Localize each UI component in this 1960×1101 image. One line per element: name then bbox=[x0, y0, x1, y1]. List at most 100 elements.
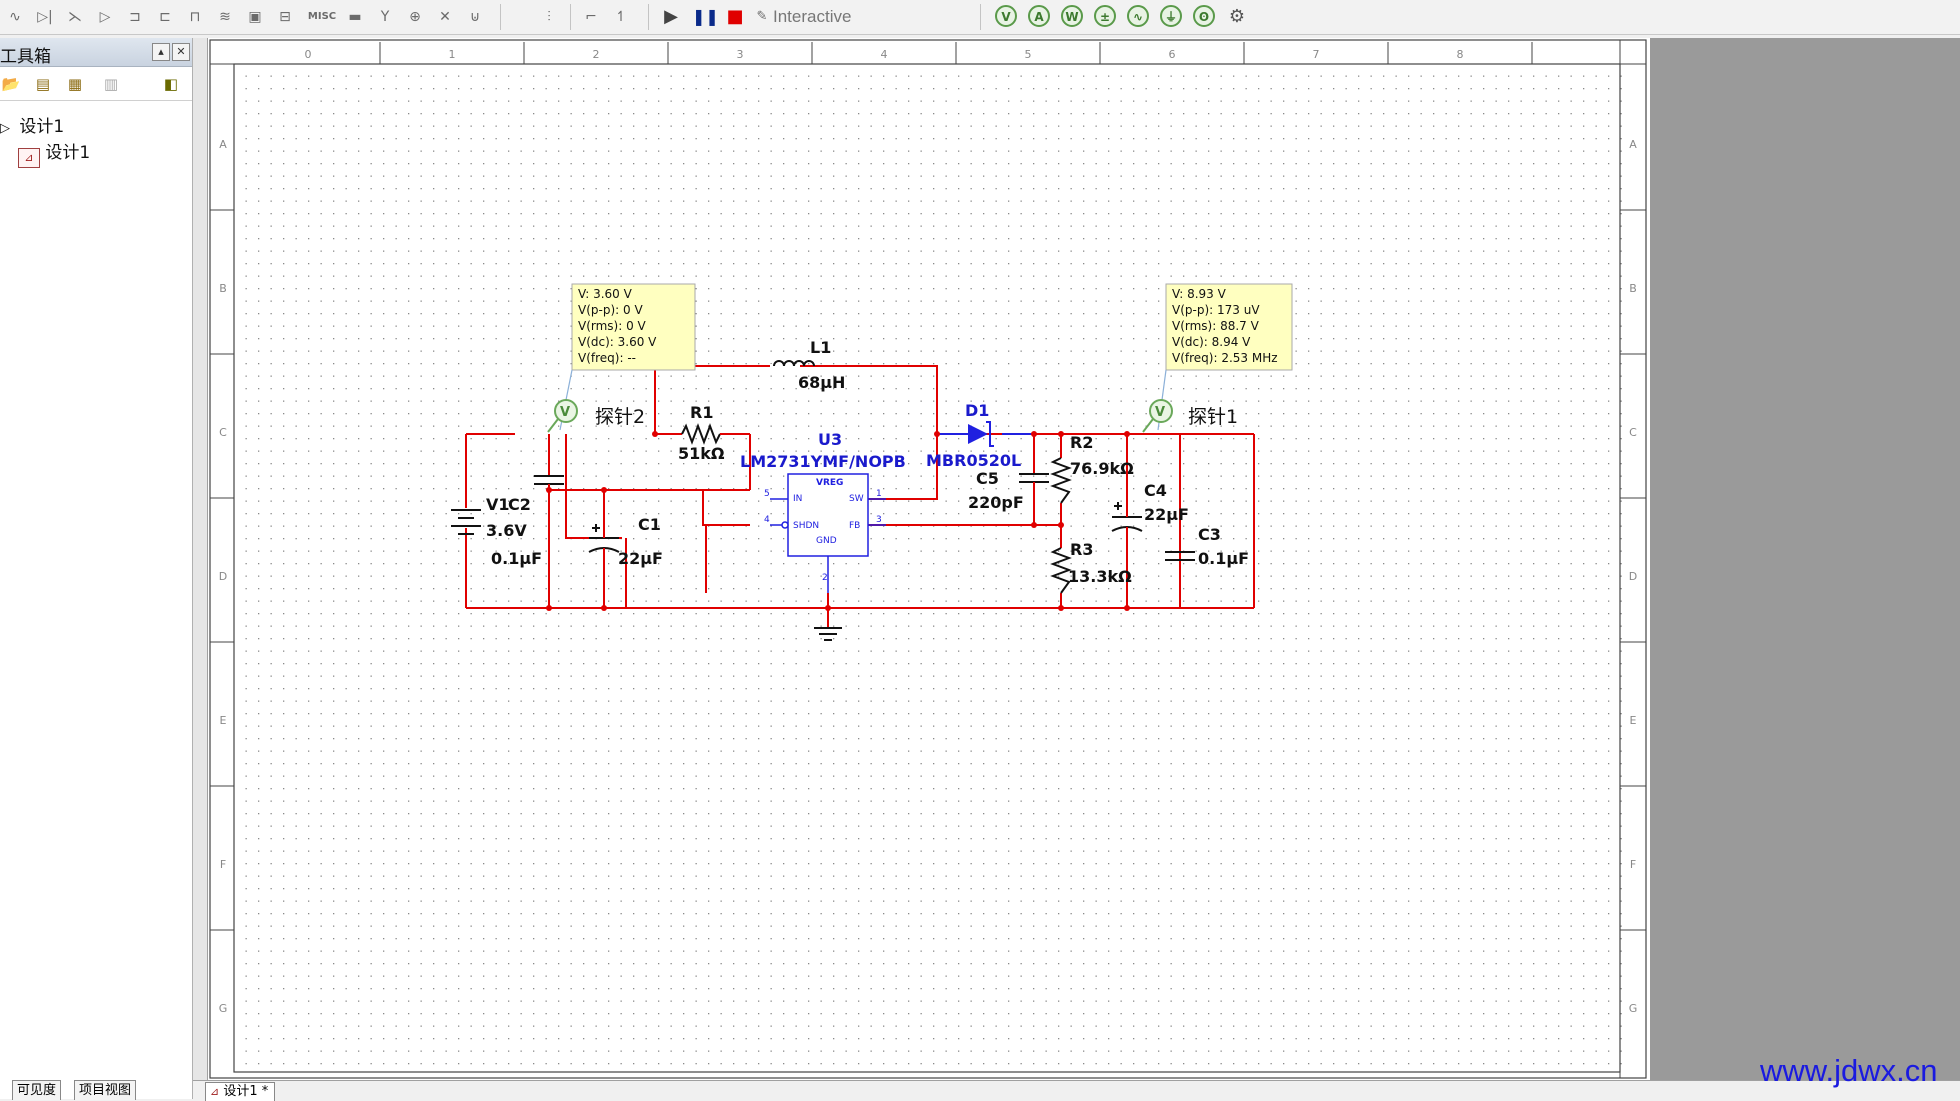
r1-value-label: 51kΩ bbox=[678, 444, 725, 463]
reference-probe-icon[interactable]: ⏚ bbox=[1160, 5, 1182, 27]
current-probe-icon[interactable]: ∿ bbox=[1127, 5, 1149, 27]
probe1-icon[interactable] bbox=[1142, 399, 1173, 433]
c1-capacitor[interactable] bbox=[588, 516, 620, 566]
misc-place-button[interactable]: MISC bbox=[307, 11, 337, 22]
probe2-reading: V(freq): -- bbox=[578, 351, 636, 365]
panel-splitter[interactable] bbox=[193, 38, 208, 1080]
stop-icon[interactable]: ■ bbox=[726, 6, 744, 27]
ruler-row-label: D bbox=[1629, 570, 1637, 583]
pause-icon[interactable]: ❚❚ bbox=[692, 7, 719, 26]
c4-ref-label: C4 bbox=[1144, 481, 1167, 500]
indicator-place-icon[interactable]: ▣ bbox=[248, 9, 262, 25]
schematic-canvas[interactable]: 0 1 2 3 4 5 6 7 8 A B C D E F G A B C D … bbox=[208, 38, 1650, 1080]
probe1-readout[interactable] bbox=[1157, 283, 1293, 431]
r2-value-label: 76.9kΩ bbox=[1070, 459, 1134, 478]
c4-capacitor[interactable] bbox=[1111, 500, 1143, 538]
pin-icon[interactable]: ▴ bbox=[152, 43, 170, 61]
ruler-row-label: D bbox=[219, 570, 227, 583]
c4-value-label: 22µF bbox=[1144, 505, 1189, 524]
new-sheet-icon[interactable]: ▦ bbox=[67, 75, 83, 93]
r3-resistor[interactable] bbox=[1050, 547, 1072, 594]
electromechanical-icon[interactable]: ⊕ bbox=[409, 9, 421, 25]
c3-capacitor[interactable] bbox=[1165, 551, 1195, 561]
c2-ref-label: C2 bbox=[508, 495, 531, 514]
probe1-reading: V(p-p): 173 uV bbox=[1172, 303, 1260, 317]
diode-place-icon[interactable]: ▷| bbox=[37, 9, 53, 25]
u3-pin-sw: SW bbox=[849, 494, 864, 504]
l1-value-label: 68µH bbox=[798, 373, 845, 392]
schematic-sheet-icon: ⊿ bbox=[210, 1085, 220, 1098]
r2-resistor[interactable] bbox=[1050, 457, 1072, 504]
c5-capacitor[interactable] bbox=[1019, 473, 1049, 513]
u3-pin-number: 5 bbox=[764, 489, 770, 499]
probe1-reading: V(freq): 2.53 MHz bbox=[1172, 351, 1278, 365]
ammeter-probe-icon[interactable]: A bbox=[1028, 5, 1050, 27]
ttl-place-icon[interactable]: ⊐ bbox=[129, 9, 141, 25]
misc-digital-place-icon[interactable]: ⊓ bbox=[189, 9, 201, 25]
schematic-svg[interactable]: 0 1 2 3 4 5 6 7 8 A B C D E F G A B C D … bbox=[208, 38, 1650, 1080]
analog-place-icon[interactable]: ▷ bbox=[99, 9, 111, 25]
l1-inductor[interactable] bbox=[770, 360, 815, 368]
ruler-col-label: 1 bbox=[449, 48, 456, 61]
collapse-triangle-icon[interactable]: ▷ bbox=[0, 121, 10, 136]
voltmeter-probe-icon[interactable]: V bbox=[995, 5, 1017, 27]
cmos-place-icon[interactable]: ⊏ bbox=[159, 9, 171, 25]
u3-pin-shdn: SHDN bbox=[793, 521, 819, 531]
hierarchical-block-icon[interactable]: ⫶ bbox=[547, 9, 551, 25]
c3-ref-label: C3 bbox=[1198, 525, 1221, 544]
interactive-mode-icon: ✎ bbox=[756, 9, 768, 24]
resistor-place-icon[interactable]: ∿ bbox=[9, 9, 21, 25]
advanced-peripherals-icon[interactable]: ▬ bbox=[348, 9, 362, 25]
ground-symbol[interactable] bbox=[814, 627, 842, 641]
ruler-row-label: G bbox=[219, 1002, 228, 1015]
u3-pin-number: 2 bbox=[822, 573, 828, 583]
power-place-icon[interactable]: ⊟ bbox=[279, 9, 291, 25]
probe2-readout[interactable] bbox=[559, 283, 696, 431]
v1-battery[interactable] bbox=[451, 508, 481, 535]
bus-place-icon[interactable]: ⌐ bbox=[585, 9, 597, 25]
d1-schottky-diode[interactable] bbox=[968, 421, 994, 447]
simulation-mode-label[interactable]: Interactive bbox=[773, 7, 852, 26]
tab-project-view[interactable]: 项目视图 bbox=[74, 1080, 137, 1100]
c5-value-label: 220pF bbox=[968, 493, 1024, 512]
wire-place-icon[interactable]: ↿ bbox=[615, 9, 627, 25]
ruler-col-label: 0 bbox=[305, 48, 312, 61]
probe2-icon[interactable] bbox=[547, 399, 578, 433]
ni-components-icon[interactable]: ✕ bbox=[439, 9, 451, 25]
c2-capacitor[interactable] bbox=[534, 475, 564, 524]
u3-pin-fb: FB bbox=[849, 521, 860, 531]
tab-visibility[interactable]: 可见度 bbox=[12, 1080, 62, 1100]
r1-resistor[interactable] bbox=[655, 423, 751, 490]
connector-place-icon[interactable]: ⊍ bbox=[469, 9, 481, 25]
toolbar-separator bbox=[570, 4, 571, 30]
ruler-row-label: B bbox=[219, 282, 227, 295]
save-icon[interactable]: ▤ bbox=[35, 75, 51, 93]
close-icon[interactable]: ✕ bbox=[172, 43, 190, 61]
c1-ref-label: C1 bbox=[638, 515, 661, 534]
u3-regulator[interactable] bbox=[770, 473, 886, 593]
probe-settings-gear-icon[interactable]: ⚙ bbox=[1228, 6, 1246, 27]
ruler-col-label: 7 bbox=[1313, 48, 1320, 61]
delete-sheet-icon[interactable]: ▥ bbox=[103, 75, 119, 93]
differential-probe-icon[interactable]: ± bbox=[1094, 5, 1116, 27]
ruler-row-label: G bbox=[1629, 1002, 1638, 1015]
u3-pin-in: IN bbox=[793, 494, 802, 504]
properties-icon[interactable]: ◧ bbox=[163, 75, 179, 93]
d1-value-label: MBR0520L bbox=[926, 451, 1021, 470]
r3-ref-label: R3 bbox=[1070, 540, 1093, 559]
run-icon[interactable]: ▶ bbox=[664, 6, 678, 27]
open-folder-icon[interactable]: 📂 bbox=[1, 75, 21, 93]
digital-probe-icon[interactable]: ʘ bbox=[1193, 5, 1215, 27]
tree-item-design[interactable]: ▷ 设计1 bbox=[0, 112, 64, 137]
tree-item-sheet[interactable]: ⊿ 设计1 bbox=[18, 138, 90, 168]
schematic-sheet-icon: ⊿ bbox=[18, 148, 40, 168]
tab-design1[interactable]: ⊿ 设计1 * bbox=[205, 1082, 276, 1101]
tree-item-label: 设计1 bbox=[45, 143, 91, 163]
mixed-place-icon[interactable]: ≋ bbox=[219, 9, 231, 25]
rf-place-icon[interactable]: Y bbox=[380, 9, 390, 25]
ruler-row-label: B bbox=[1629, 282, 1637, 295]
transistor-place-icon[interactable]: ⋋ bbox=[68, 9, 82, 25]
power-probe-icon[interactable]: W bbox=[1061, 5, 1083, 27]
ruler-row-label: E bbox=[220, 714, 227, 727]
ruler-row-label: C bbox=[1629, 426, 1637, 439]
